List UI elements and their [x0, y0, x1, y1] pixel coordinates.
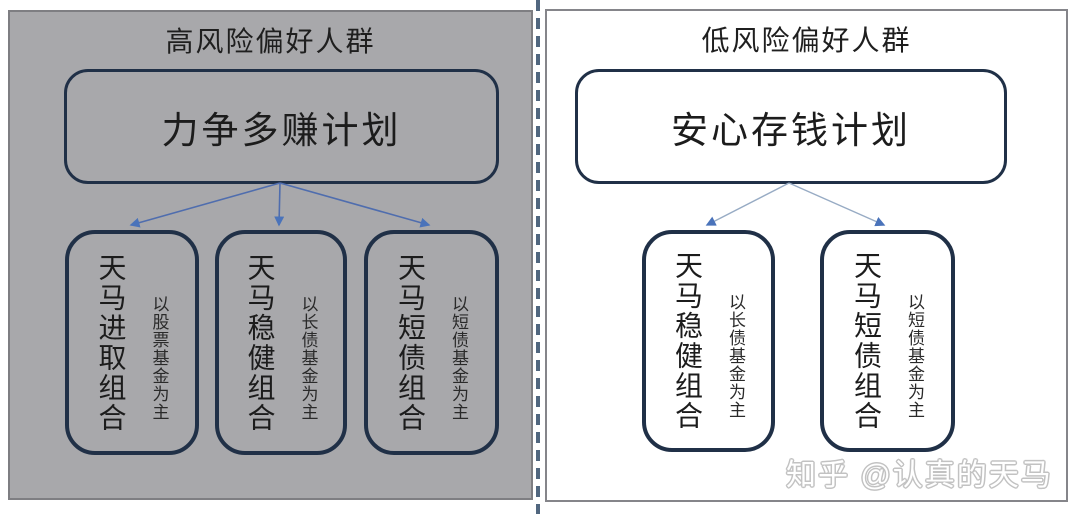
panel-high-risk: 高风险偏好人群 力争多赚计划 天马进取组合 以股票基金为主 天马稳健组合 以长债…	[8, 10, 533, 500]
group-name: 天马短债组合	[851, 251, 882, 431]
panel-title-low-risk: 低风险偏好人群	[701, 25, 912, 56]
panel-divider-dashed-line	[536, 0, 540, 514]
watermark-zhihu: 知乎 @认真的天马	[786, 459, 1053, 492]
group-name: 天马进取组合	[95, 252, 127, 433]
plan-label: 力争多赚计划	[161, 109, 402, 151]
group-name: 天马稳健组合	[672, 251, 703, 431]
panel-low-risk: 低风险偏好人群 安心存钱计划 天马稳健组合 以长债基金为主 天马短债组合 以短债…	[545, 9, 1068, 502]
group-note: 以长债基金为主	[298, 294, 318, 421]
group-name: 天马短债组合	[395, 252, 426, 433]
group-name: 天马稳健组合	[244, 252, 276, 433]
group-box: 天马稳健组合 以长债基金为主	[642, 230, 775, 452]
group-box: 天马短债组合 以短债基金为主	[820, 230, 955, 452]
plan-box-high-risk: 力争多赚计划	[64, 69, 499, 184]
panel-title-high-risk: 高风险偏好人群	[165, 26, 376, 57]
group-note: 以短债基金为主	[905, 293, 924, 419]
plan-label: 安心存钱计划	[671, 109, 911, 151]
group-box: 天马稳健组合 以长债基金为主	[215, 230, 347, 455]
group-note: 以股票基金为主	[149, 294, 169, 421]
plan-box-low-risk: 安心存钱计划	[575, 69, 1007, 184]
group-note: 以短债基金为主	[449, 294, 468, 421]
group-box: 天马进取组合 以股票基金为主	[65, 230, 199, 455]
group-note: 以长债基金为主	[726, 293, 745, 419]
group-box: 天马短债组合 以短债基金为主	[364, 230, 499, 455]
